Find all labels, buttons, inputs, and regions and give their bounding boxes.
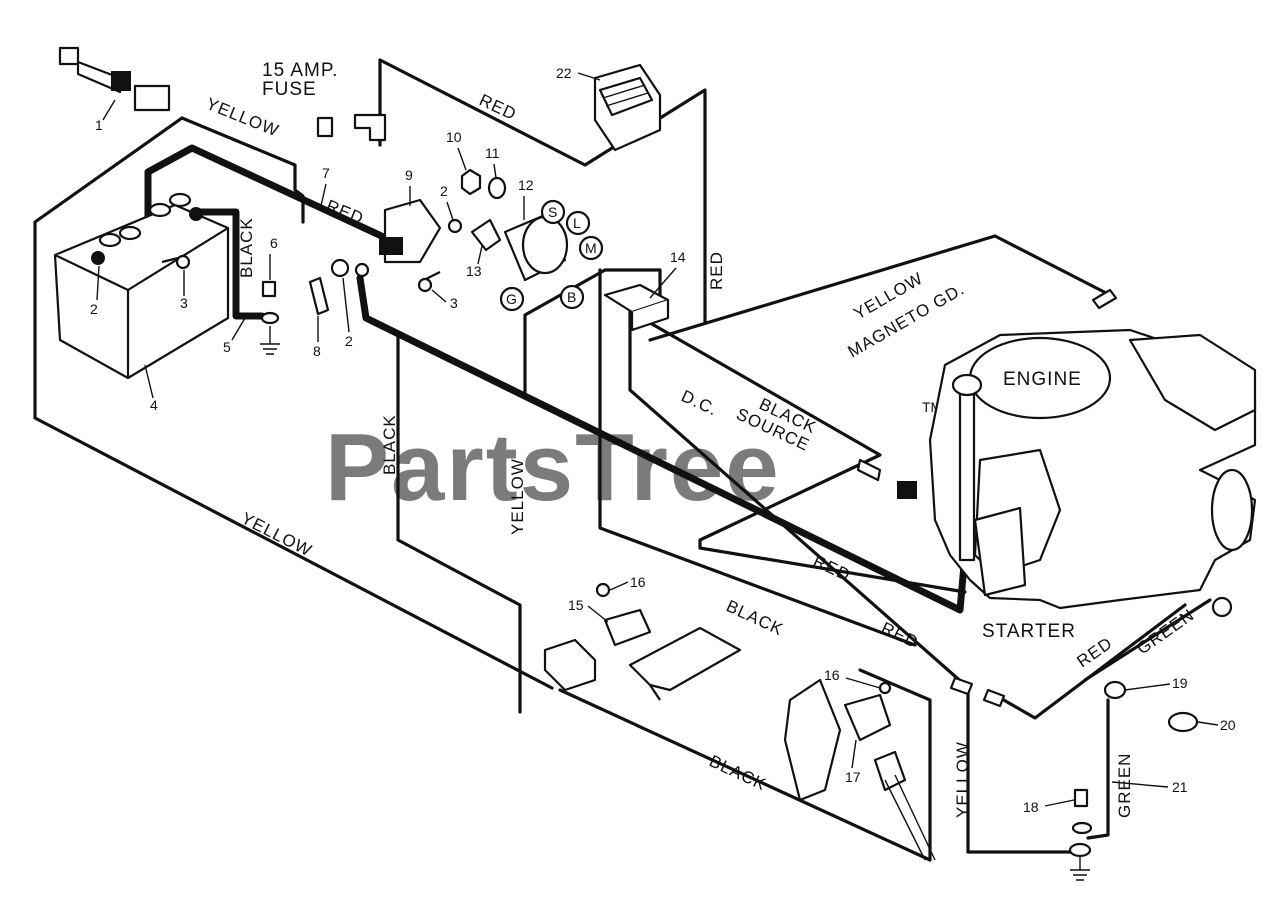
callout-17: 17 xyxy=(845,769,861,785)
wire-yellow-top xyxy=(180,116,305,224)
safety-switch-17 xyxy=(783,678,936,861)
label-black-bottom: BLACK xyxy=(706,751,769,794)
bottom-connector xyxy=(543,638,597,692)
label-green-upper: GREEN xyxy=(1133,605,1198,658)
callout-14: 14 xyxy=(670,249,686,265)
label-green-lower: GREEN xyxy=(1115,753,1134,818)
label-red-right: RED xyxy=(707,251,726,290)
callout-3-battery: 3 xyxy=(180,295,188,311)
label-red-solenoid: RED xyxy=(878,618,921,652)
callout-1: 1 xyxy=(95,117,103,133)
callout-20: 20 xyxy=(1220,717,1236,733)
label-engine: ENGINE xyxy=(1003,369,1082,390)
callout-13: 13 xyxy=(466,263,482,279)
label-fuse-amp: 15 AMP. xyxy=(262,60,338,81)
ground-screw-18 xyxy=(1068,788,1093,881)
callout-3-switch: 3 xyxy=(450,295,458,311)
star-washer-2 xyxy=(330,258,370,278)
callout-2-switch: 2 xyxy=(440,183,448,199)
wire-black-solenoid xyxy=(598,268,917,647)
connector-plug-1 xyxy=(58,46,171,112)
callouts: 1 2 3 4 5 6 7 8 2 9 2 3 10 11 12 13 14 2… xyxy=(90,65,1236,815)
terminal-b: B xyxy=(567,289,576,305)
callout-9: 9 xyxy=(405,167,413,183)
callout-21: 21 xyxy=(1172,779,1188,795)
watermark: PartsTree xyxy=(325,414,781,521)
label-black-solenoid: BLACK xyxy=(723,596,786,639)
engine xyxy=(928,328,1257,610)
wire-black-battery-ground xyxy=(191,208,266,320)
clip-8 xyxy=(308,276,330,316)
inline-connectors xyxy=(949,596,1233,708)
bulb-20 xyxy=(1167,711,1199,733)
callout-2-mid: 2 xyxy=(345,333,353,349)
screw-2-switch xyxy=(447,218,463,234)
terminal-g: G xyxy=(506,291,517,307)
wire-black-left xyxy=(396,333,522,714)
callout-16-relay: 16 xyxy=(630,574,646,590)
light-socket-19 xyxy=(1103,680,1127,700)
callout-19: 19 xyxy=(1172,675,1188,691)
terminal-s: S xyxy=(548,204,557,220)
wire-yellow-main xyxy=(33,116,554,690)
solenoid-9 xyxy=(379,198,442,264)
callout-16-switch: 16 xyxy=(824,667,840,683)
callout-15: 15 xyxy=(568,597,584,613)
callout-11: 11 xyxy=(485,145,500,161)
label-starter: STARTER xyxy=(982,621,1076,642)
switch-terminals: S L M B G xyxy=(499,199,604,312)
terminal-m: M xyxy=(585,240,597,256)
callout-7: 7 xyxy=(322,165,330,181)
label-yellow-bottom: YELLOW xyxy=(238,509,315,561)
callout-6: 6 xyxy=(270,235,278,251)
battery xyxy=(53,192,230,380)
wire-black-dc xyxy=(643,318,967,594)
label-black-left: BLACK xyxy=(380,414,399,475)
battery-bolt-3 xyxy=(161,254,191,270)
callout-22: 22 xyxy=(556,65,572,81)
label-yellow-right: YELLOW xyxy=(953,741,972,818)
wire-black-bottom xyxy=(558,668,932,862)
callout-18: 18 xyxy=(1023,799,1039,815)
wire-green-upper xyxy=(1083,598,1212,682)
callout-10: 10 xyxy=(446,129,462,145)
starter-wire-connector xyxy=(856,458,917,499)
ground-screw-6 xyxy=(260,280,280,355)
washer-11 xyxy=(487,176,507,200)
starter xyxy=(973,506,1027,597)
wire-yellow-center xyxy=(523,268,662,397)
callout-8: 8 xyxy=(313,343,321,359)
callout-12: 12 xyxy=(518,177,534,193)
label-black-battery: BLACK xyxy=(237,217,256,278)
relay-15 xyxy=(595,582,742,701)
wire-yellow-magneto xyxy=(648,234,1112,342)
magneto-connector xyxy=(1091,288,1118,310)
callout-5: 5 xyxy=(223,339,231,355)
terminal-l: L xyxy=(573,215,581,231)
wire-green-lower xyxy=(1086,698,1110,840)
wire-yellow-right xyxy=(966,688,1077,854)
connector-14 xyxy=(603,283,670,332)
nut-10 xyxy=(460,168,482,196)
label-red-mid: RED xyxy=(324,196,367,228)
callout-4: 4 xyxy=(150,397,158,413)
module-22 xyxy=(593,63,662,152)
fuse xyxy=(316,113,387,142)
screw-3-switch xyxy=(417,271,441,293)
callout-2-battery: 2 xyxy=(90,301,98,317)
label-yellow-center: YELLOW xyxy=(508,458,527,535)
ignition-switch-12 xyxy=(470,213,569,282)
label-fuse: FUSE xyxy=(262,79,317,100)
wire-red-lower-right xyxy=(993,603,1187,720)
